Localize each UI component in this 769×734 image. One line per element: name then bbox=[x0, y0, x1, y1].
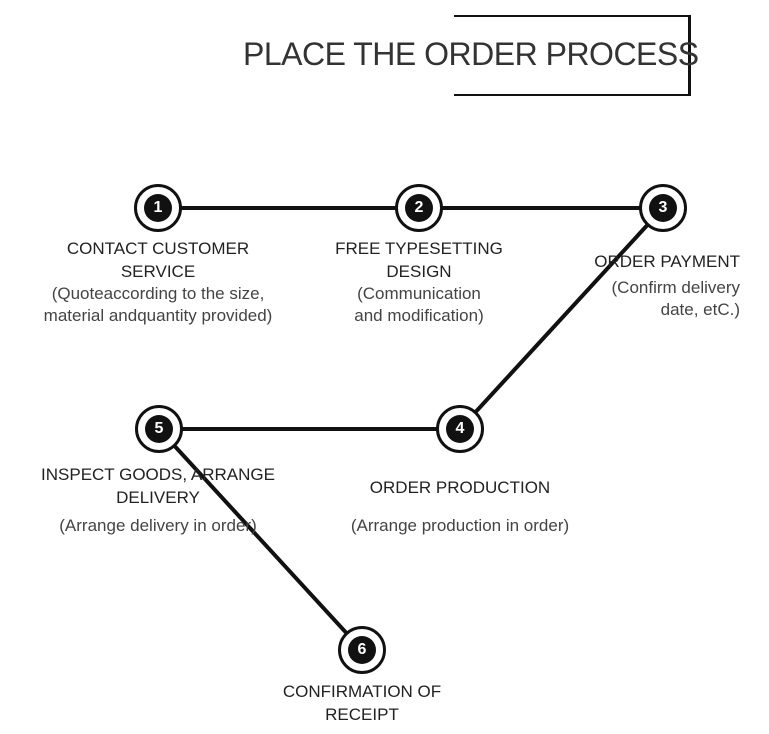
step-5-number: 5 bbox=[145, 415, 173, 443]
step-2-note-line1: (Communication bbox=[357, 284, 481, 303]
step-5-note-line1: (Arrange delivery in order) bbox=[59, 516, 257, 535]
step-6-label: CONFIRMATION OF RECEIPT bbox=[242, 680, 482, 726]
step-5-node: 5 bbox=[135, 405, 183, 453]
step-5-label: INSPECT GOODS, ARRANGE DELIVERY (Arrange… bbox=[18, 463, 298, 537]
step-3-note-line1: (Confirm delivery bbox=[611, 278, 740, 297]
step-3-node: 3 bbox=[639, 184, 687, 232]
connector-3-4 bbox=[458, 206, 665, 431]
step-3-label: ORDER PAYMENT (Confirm delivery date, et… bbox=[560, 250, 740, 321]
step-6-node: 6 bbox=[338, 626, 386, 674]
step-4-label: ORDER PRODUCTION (Arrange production in … bbox=[320, 476, 600, 537]
step-1-label: CONTACT CUSTOMER SERVICE (Quoteaccording… bbox=[18, 237, 298, 327]
step-2-number: 2 bbox=[405, 194, 433, 222]
step-2-node: 2 bbox=[395, 184, 443, 232]
step-1-title-line2: SERVICE bbox=[120, 262, 196, 281]
step-1-note-line1: (Quoteaccording to the size, bbox=[51, 284, 265, 303]
title-frame bbox=[454, 15, 691, 96]
step-1-title-line1: CONTACT CUSTOMER bbox=[66, 239, 250, 258]
step-3-title-line1: ORDER PAYMENT bbox=[594, 252, 740, 271]
step-4-note-line1: (Arrange production in order) bbox=[350, 516, 570, 535]
step-2-note-line2: and modification) bbox=[354, 306, 484, 325]
step-5-title-line1: INSPECT GOODS, ARRANGE bbox=[41, 465, 275, 484]
step-6-title-line1: CONFIRMATION OF bbox=[282, 682, 442, 701]
step-4-number: 4 bbox=[446, 415, 474, 443]
step-6-title-line2: RECEIPT bbox=[325, 705, 399, 724]
step-6-number: 6 bbox=[348, 636, 376, 664]
step-4-node: 4 bbox=[436, 405, 484, 453]
step-4-title-line1: ORDER PRODUCTION bbox=[369, 478, 551, 497]
step-3-note-line2: date, etC.) bbox=[660, 300, 740, 319]
step-1-number: 1 bbox=[144, 194, 172, 222]
step-5-title-line2: DELIVERY bbox=[116, 488, 200, 507]
step-3-number: 3 bbox=[649, 194, 677, 222]
step-2-title-line1: FREE TYPESETTING bbox=[335, 239, 503, 258]
step-2-title-line2: DESIGN bbox=[386, 262, 452, 281]
page-title: PLACE THE ORDER PROCESS bbox=[243, 36, 699, 72]
connector-5-6 bbox=[157, 427, 364, 652]
step-1-node: 1 bbox=[134, 184, 182, 232]
step-1-note-line2: material andquantity provided) bbox=[43, 306, 273, 325]
step-2-label: FREE TYPESETTING DESIGN (Communication a… bbox=[310, 237, 528, 327]
